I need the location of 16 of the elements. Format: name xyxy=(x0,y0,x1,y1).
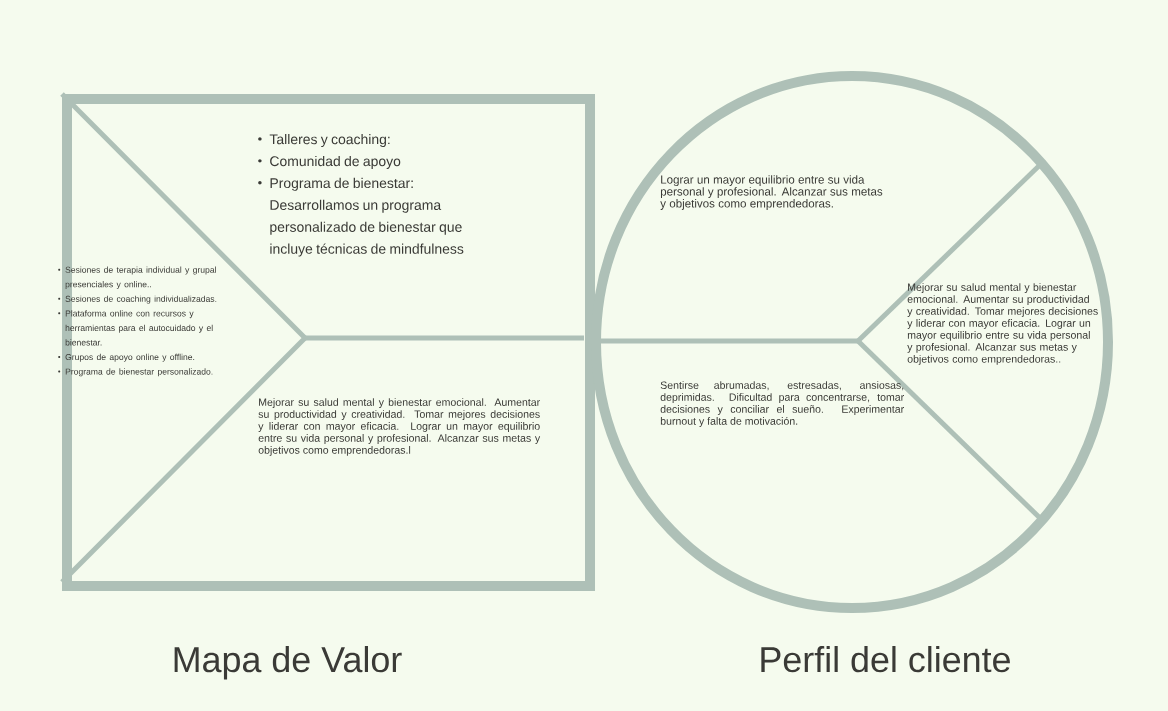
node-label: Programa de bienestar: Desarrollamos un programa personalizado de bienestar que incluye técnicas de mindfulness xyxy=(270,177,464,257)
node-label: Sesiones de coaching individualizadas. xyxy=(65,295,217,304)
node-label: Grupos de apoyo online y offline. xyxy=(65,353,195,362)
node-label: Talleres y coaching: xyxy=(269,134,390,147)
node-label: Plataforma online con recursos y herramientas para el autocuidado y el bienestar. xyxy=(65,310,213,346)
paragraph: Sentirse abrumadas, estresadas, ansiosas, deprimidas. Dificultad para concentrarse, tomar decisiones y conciliar el sueño. Experimentar burnout y falta de motivación. xyxy=(660,381,904,427)
paragraph: Lograr un mayor equilibrio entre su vida personal y profesional. Alcanzar sus metas y objetivos como emprendedoras. xyxy=(660,175,883,210)
node-label: Programa de bienestar personalizado. xyxy=(65,368,213,377)
section-title: Mapa de Valor xyxy=(174,646,402,680)
section-title: Perfil del cliente xyxy=(761,646,1010,673)
node-label: Sesiones de terapia individual y grupal presenciales y online.. xyxy=(65,266,216,290)
paragraph: Mejorar su salud mental y bienestar emocional. Aumentar su productividad y creatividad. Tomar mejores decisiones y liderar con mayor eficacia. Lograr un mayor equilibrio entre su vida personal y profesional. Alcanzar sus metas y objetivos como emprendedoras.l xyxy=(258,398,541,456)
node-label: Comunidad de apoyo xyxy=(270,155,401,169)
bullet-list: Talleres y coaching: Comunidad de apoyo Programa de bienestar: Desarrollamos un programa personalizado de bienestar que incluye técnicas de mindfulness xyxy=(258,134,464,257)
paragraph: Mejorar su salud mental y bienestar emocional. Aumentar su productividad y creatividad. Tomar mejores decisiones y liderar con mayor eficacia. Lograr un mayor equilibrio entre su vida personal y profesional. Alcanzar sus metas y objetivos como emprendedoras.. xyxy=(907,283,1098,365)
bullet-list: Sesiones de terapia individual y grupal presenciales y online.. Sesiones de coaching individualizadas. Plataforma online con recursos y herramientas para el autocuidado y el bienestar. Grupos de apoyo online y offline. Programa de bienestar personalizado. xyxy=(58,266,217,377)
